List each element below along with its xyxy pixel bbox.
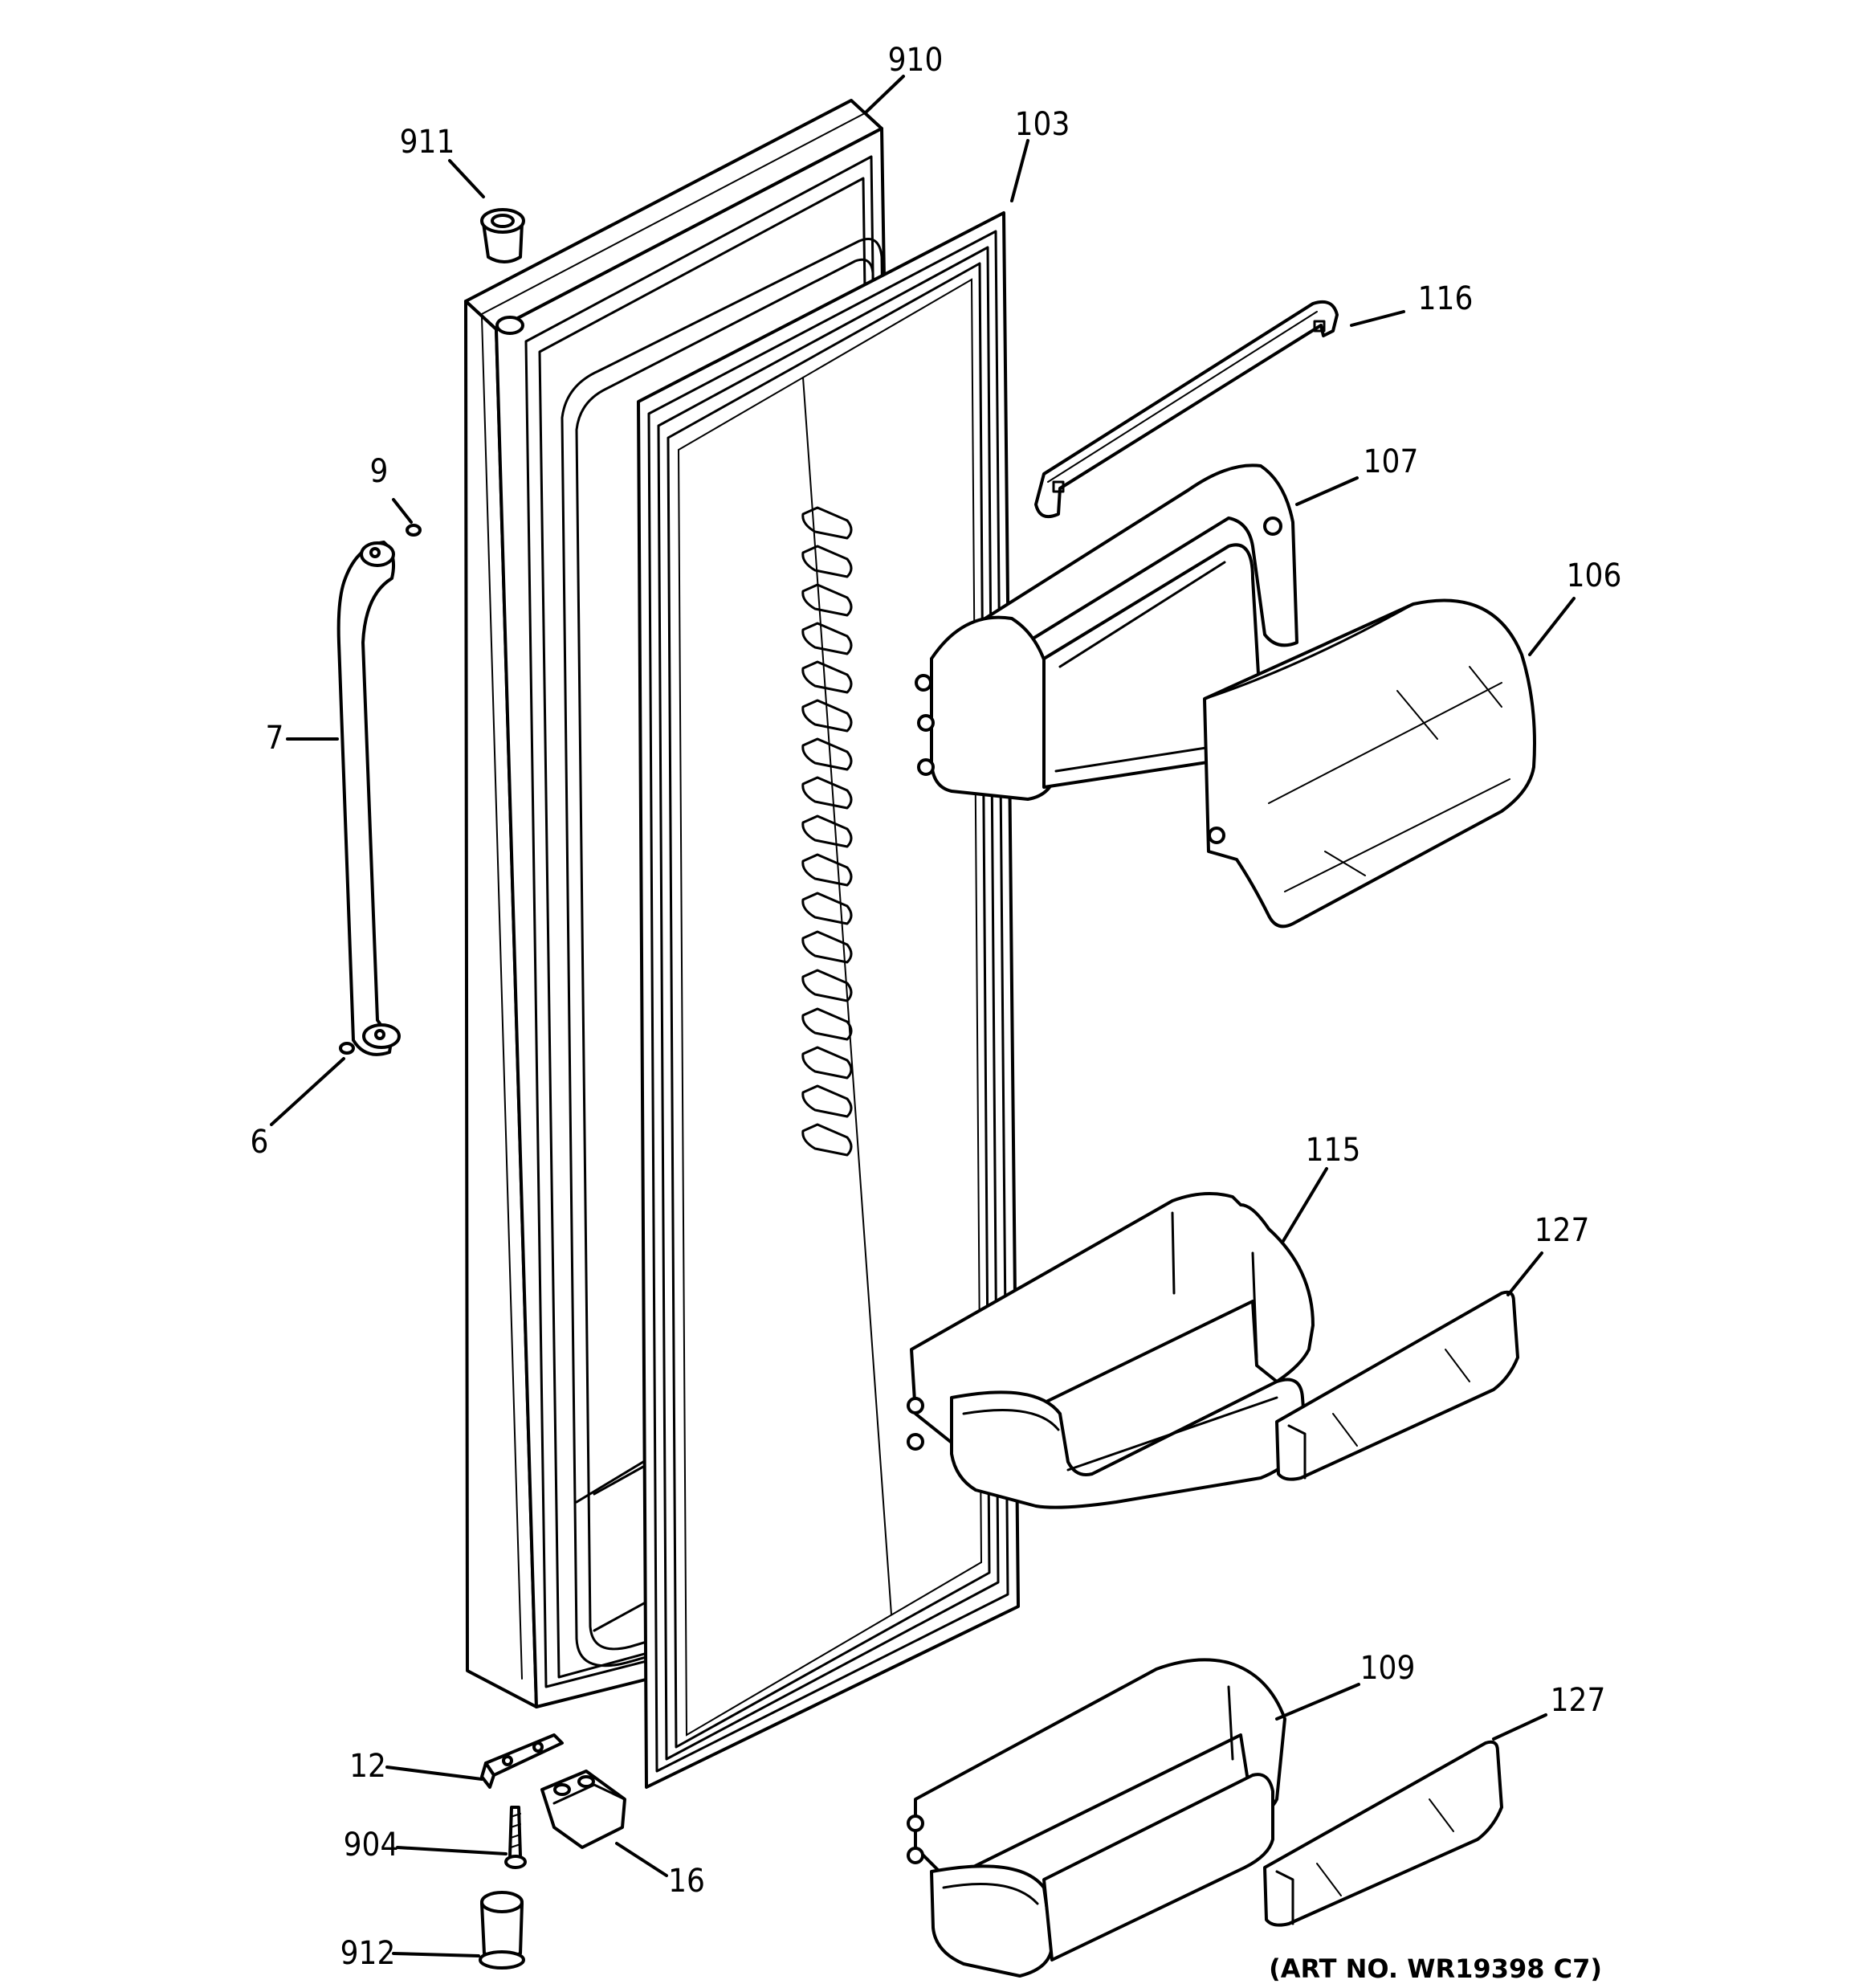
shelf-rib xyxy=(801,545,853,578)
callout-127-lower: 127 xyxy=(1551,1682,1606,1719)
shelf-rib xyxy=(801,776,853,810)
callout-7: 7 xyxy=(266,720,284,757)
shelf-rib xyxy=(801,892,853,925)
shelf-rib xyxy=(801,1007,853,1041)
shelf-rib xyxy=(801,930,853,964)
callout-904: 904 xyxy=(344,1827,399,1863)
hinge-plate-12 xyxy=(480,1733,564,1789)
shelf-rib xyxy=(801,583,853,617)
shelf-rib xyxy=(801,853,853,887)
art-number: (ART NO. WR19398 C7) xyxy=(1269,1953,1602,1984)
cover-106 xyxy=(1203,598,1536,929)
callout-9: 9 xyxy=(370,453,389,490)
screw-9 xyxy=(406,524,422,537)
callout-labels: 910 911 103 116 107 106 9 7 6 115 127 10… xyxy=(251,42,1622,1972)
shelf-rib xyxy=(801,1046,853,1080)
callout-106: 106 xyxy=(1567,557,1622,594)
screw-904 xyxy=(504,1806,527,1869)
bushing-911 xyxy=(480,208,525,263)
callout-116: 116 xyxy=(1418,280,1474,317)
handle-7 xyxy=(336,541,401,1056)
shelf-rib xyxy=(801,969,853,1002)
callout-16: 16 xyxy=(668,1863,705,1900)
bushing-912 xyxy=(479,1891,525,1970)
callout-115: 115 xyxy=(1306,1132,1361,1169)
callout-911: 911 xyxy=(400,124,455,161)
callout-103: 103 xyxy=(1015,106,1070,143)
bin-front-127-lower xyxy=(1263,1740,1503,1927)
bin-109 xyxy=(907,1658,1286,1978)
shelf-rib xyxy=(801,1123,853,1157)
shelf-rib xyxy=(801,814,853,848)
callout-12: 12 xyxy=(349,1748,386,1785)
shelf-rib xyxy=(801,737,853,771)
door-gasket-103 xyxy=(637,211,1020,1789)
callout-910: 910 xyxy=(888,42,944,79)
bin-115 xyxy=(907,1192,1315,1509)
hinge-bracket-16 xyxy=(540,1770,626,1849)
screw-6 xyxy=(339,1042,355,1055)
callout-6: 6 xyxy=(251,1124,269,1161)
shelf-rib xyxy=(801,699,853,733)
callout-107: 107 xyxy=(1364,443,1419,480)
rail-116 xyxy=(1034,300,1339,518)
shelf-rib xyxy=(801,506,853,540)
shelf-rib xyxy=(801,622,853,655)
callout-912: 912 xyxy=(340,1935,396,1972)
callout-109: 109 xyxy=(1360,1650,1416,1687)
callout-127-upper: 127 xyxy=(1535,1212,1590,1249)
leader-lines xyxy=(270,75,1576,1957)
shelf-rib xyxy=(801,660,853,694)
shelf-ribs xyxy=(801,506,853,1157)
shelf-rib xyxy=(801,1084,853,1118)
